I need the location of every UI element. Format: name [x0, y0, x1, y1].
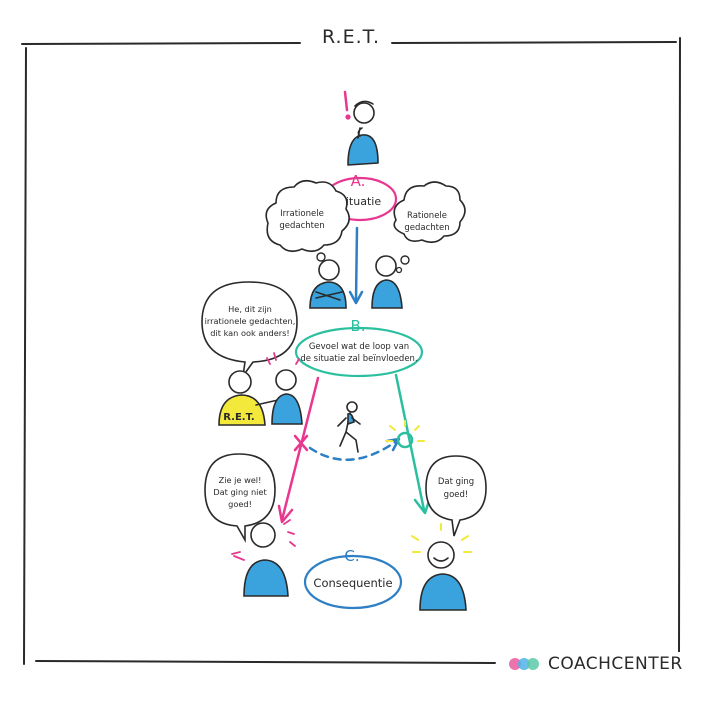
figure-frustrated: [231, 519, 296, 597]
cloud-rational-line1: Rationele: [407, 211, 447, 221]
node-consequentie: C. Consequentie: [303, 547, 403, 610]
node-c-label: Consequentie: [313, 576, 392, 590]
arrow-b-to-positive: [394, 373, 426, 512]
brand-name: COACHCENTER: [548, 654, 683, 674]
figure-situation-person: [343, 90, 379, 166]
thought-cloud-rational: Rationele gedachten: [393, 181, 466, 274]
dashed-path: [308, 438, 400, 461]
page-title: R.E.T.: [316, 26, 386, 48]
cloud-irrational-line1: Irrationele: [280, 209, 324, 219]
speech-bubble-positive: Dat ging goed!: [425, 455, 487, 537]
o-marker: [396, 431, 414, 449]
speech-negative-line1: Zie je wel!: [219, 475, 262, 485]
shirt-label: R.E.T.: [223, 412, 254, 423]
node-b-line1: Gevoel wat de loop van: [309, 342, 409, 352]
speech-positive-line1: Dat ging: [438, 477, 474, 487]
speech-ret-line1: He, dit zijn: [228, 304, 272, 314]
cloud-irrational-line2: gedachten: [279, 221, 324, 231]
speech-ret-line2: irrationele gedachten,: [205, 316, 296, 326]
node-a-label: Situatie: [339, 195, 381, 208]
figure-rational-thinker: [371, 255, 403, 309]
node-b-line2: de situatie zal beïnvloeden.: [300, 354, 417, 364]
figure-student: [266, 352, 303, 425]
node-b-letter: B.: [350, 317, 365, 335]
speech-ret-line3: dit kan ook anders!: [210, 328, 289, 338]
speech-negative-line3: goed!: [228, 499, 252, 509]
speech-bubble-ret-coach: He, dit zijn irrationele gedachten, dit …: [201, 281, 298, 377]
cloud-rational-line2: gedachten: [404, 223, 449, 233]
node-gevoel: B. Gevoel wat de loop van de situatie za…: [294, 317, 424, 378]
node-a-letter: A.: [351, 172, 366, 190]
brand-dot-green: [527, 658, 539, 670]
speech-negative-line2: Dat ging niet: [213, 487, 267, 497]
connectors: [277, 226, 432, 524]
figure-ret-coach: R.E.T.: [218, 370, 279, 426]
speech-positive-line2: goed!: [444, 490, 469, 500]
figure-irrational-thinker: [309, 259, 347, 309]
arrow-b-to-negative: [280, 376, 320, 522]
x-marker: [293, 434, 309, 452]
brand-logo: COACHCENTER: [505, 652, 687, 676]
speech-bubble-negative: Zie je wel! Dat ging niet goed!: [204, 453, 276, 544]
node-c-letter: C.: [344, 547, 359, 565]
thought-cloud-irrational: Irrationele gedachten: [265, 179, 350, 270]
arrow-a-to-b: [354, 226, 359, 302]
figure-walking: [337, 401, 361, 453]
brand-dots-icon: [509, 658, 539, 670]
figure-happy: [411, 523, 472, 611]
